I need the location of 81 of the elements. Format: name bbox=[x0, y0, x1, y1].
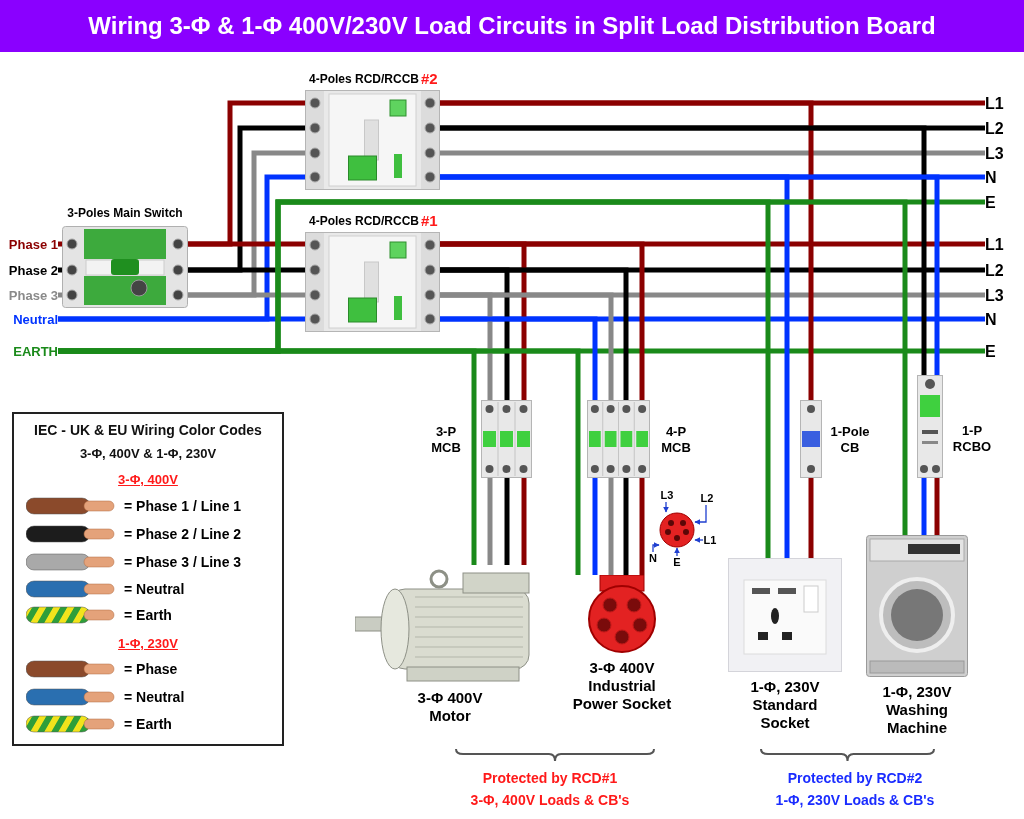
bus-label: L1 bbox=[985, 94, 1021, 113]
wire bbox=[623, 478, 629, 575]
wire bbox=[58, 199, 908, 535]
leader-line bbox=[663, 501, 669, 513]
bus-label: L3 bbox=[985, 286, 1021, 305]
title: Wiring 3-Φ & 1-Φ 400V/230V Load Circuits in Split Load Distribution Board bbox=[0, 0, 1024, 52]
legend-text: = Neutral bbox=[124, 580, 186, 598]
device-label: 1-P RCBO bbox=[951, 423, 993, 456]
leader-line bbox=[694, 504, 707, 525]
wire bbox=[57, 292, 63, 298]
note: Protected by RCD#2 bbox=[786, 769, 924, 788]
bus-label: L2 bbox=[985, 261, 1021, 280]
device-number: #2 bbox=[421, 70, 439, 88]
wire bbox=[57, 267, 63, 273]
note: Protected by RCD#1 bbox=[481, 769, 619, 788]
wire bbox=[440, 292, 614, 400]
wire-label: Phase 3 bbox=[2, 287, 58, 304]
leader-line bbox=[674, 547, 680, 557]
wire bbox=[440, 241, 645, 400]
wire bbox=[504, 478, 510, 565]
wire bbox=[440, 125, 927, 375]
wire bbox=[188, 292, 305, 298]
wire-label: Neutral bbox=[2, 311, 58, 328]
wire bbox=[921, 478, 927, 535]
wire bbox=[440, 174, 940, 375]
legend-text: = Earth bbox=[124, 606, 173, 624]
pin-label: N bbox=[648, 552, 658, 565]
bus-label: N bbox=[985, 168, 1021, 187]
bus-label: L2 bbox=[985, 119, 1021, 138]
bus-label: E bbox=[985, 193, 1021, 212]
wire bbox=[440, 316, 598, 400]
wire-label: EARTH bbox=[2, 343, 58, 360]
pin-label: L3 bbox=[660, 489, 674, 502]
legend-title: IEC - UK & EU Wiring Color Codes bbox=[33, 421, 263, 440]
pin-label: E bbox=[671, 556, 683, 569]
wire bbox=[608, 478, 614, 575]
note: 3-Φ, 400V Loads & CB's bbox=[469, 791, 631, 810]
pin-label: L1 bbox=[703, 534, 717, 547]
legend-text: = Phase 1 / Line 1 bbox=[124, 497, 243, 515]
wire bbox=[639, 478, 645, 575]
leader-line bbox=[694, 537, 704, 543]
device-label: 3-Φ 400V Motor bbox=[416, 689, 484, 726]
device-label: 4-Poles RCD/RCCB bbox=[308, 213, 419, 230]
wire-label: Phase 2 bbox=[2, 262, 58, 279]
wire bbox=[57, 241, 63, 247]
wire bbox=[440, 100, 814, 400]
bus-label: N bbox=[985, 310, 1021, 329]
legend-text: = Earth bbox=[124, 715, 173, 733]
device-label: 3-Poles Main Switch bbox=[66, 206, 184, 222]
leader-line bbox=[652, 542, 660, 553]
device-label: 3-P MCB bbox=[430, 424, 462, 457]
wire bbox=[440, 150, 985, 156]
wire bbox=[188, 241, 305, 247]
device-label: 4-Poles RCD/RCCB bbox=[308, 71, 419, 88]
note: 1-Φ, 230V Loads & CB's bbox=[774, 791, 936, 810]
device-label: 1-Φ, 230V Washing Machine bbox=[881, 683, 953, 738]
wire bbox=[487, 478, 493, 565]
wire bbox=[521, 478, 527, 565]
legend-text: = Phase 2 / Line 2 bbox=[124, 525, 243, 543]
legend-subtitle: 3-Φ, 400V & 1-Φ, 230V bbox=[78, 445, 218, 463]
wire bbox=[592, 478, 598, 575]
legend-text: = Neutral bbox=[124, 688, 186, 706]
wire bbox=[188, 267, 305, 273]
device-label: 4-P MCB bbox=[660, 424, 692, 457]
device-label: 1-Pole CB bbox=[829, 424, 871, 457]
bus-label: L3 bbox=[985, 144, 1021, 163]
legend-heading: 3-Φ, 400V bbox=[117, 471, 179, 489]
device-number: #1 bbox=[421, 212, 439, 230]
pin-label: L2 bbox=[700, 492, 714, 505]
wire bbox=[440, 267, 629, 400]
device-label: 3-Φ 400V Industrial Power Socket bbox=[571, 659, 673, 714]
wire bbox=[934, 478, 940, 535]
wire bbox=[808, 478, 814, 558]
legend-text: = Phase bbox=[124, 660, 179, 678]
legend-text: = Phase 3 / Line 3 bbox=[124, 553, 243, 571]
legend-heading: 1-Φ, 230V bbox=[117, 635, 179, 653]
bus-label: L1 bbox=[985, 235, 1021, 254]
wire bbox=[58, 316, 305, 322]
bus-label: E bbox=[985, 342, 1021, 361]
device-label: 1-Φ, 230V Standard Socket bbox=[749, 678, 821, 733]
wire-label: Phase 1 bbox=[2, 236, 58, 253]
